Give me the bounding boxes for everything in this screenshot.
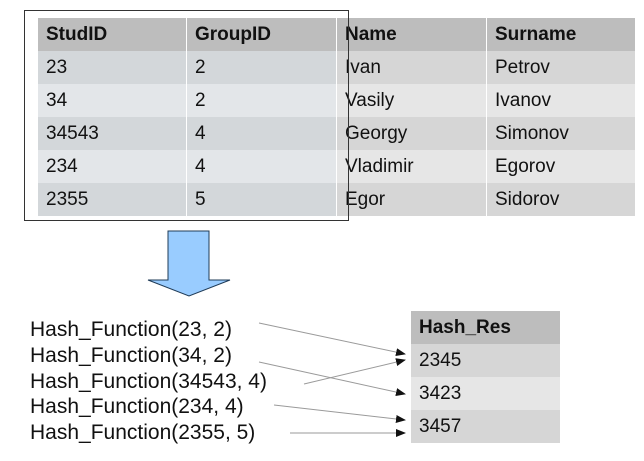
- cell-studid: 23: [38, 51, 187, 84]
- cell-surname: Egorov: [486, 150, 635, 183]
- cell-studid: 234: [38, 150, 187, 183]
- cell-groupid: 5: [186, 183, 337, 216]
- table-row: 3423: [411, 377, 560, 410]
- hash-value: 3457: [411, 410, 560, 443]
- key-columns-highlight-box: [24, 10, 349, 221]
- cell-groupid: 4: [186, 117, 337, 150]
- cell-studid: 2355: [38, 183, 187, 216]
- cell-name: Vladimir: [336, 150, 487, 183]
- cell-surname: Sidorov: [486, 183, 635, 216]
- header-studid: StudID: [38, 18, 187, 51]
- table-row: 2345: [411, 344, 560, 377]
- hash-function-calls: Hash_Function(23, 2) Hash_Function(34, 2…: [30, 317, 267, 446]
- cell-surname: Ivanov: [486, 84, 635, 117]
- table-row: 3457: [411, 410, 560, 443]
- header-groupid: GroupID: [186, 18, 337, 51]
- cell-groupid: 2: [186, 84, 337, 117]
- hash-arrow-2: [258, 361, 406, 396]
- table-row: 2355 5 Egor Sidorov: [38, 183, 635, 216]
- hash-value: 3423: [411, 377, 560, 410]
- table-row: 34543 4 Georgy Simonov: [38, 117, 635, 150]
- hash-arrow-1: [258, 322, 406, 357]
- table-row: 23 2 Ivan Petrov: [38, 51, 635, 84]
- students-table: StudID GroupID Name Surname 23 2 Ivan Pe…: [38, 18, 635, 216]
- hash-results-table: Hash_Res 2345 3423 3457: [411, 311, 560, 443]
- hash-call: Hash_Function(234, 4): [30, 395, 244, 419]
- cell-groupid: 4: [186, 150, 337, 183]
- cell-name: Ivan: [336, 51, 487, 84]
- header-surname: Surname: [486, 18, 635, 51]
- hash-call: Hash_Function(34543, 4): [30, 369, 267, 393]
- hash-header-row: Hash_Res: [411, 311, 560, 344]
- hash-value: 2345: [411, 344, 560, 377]
- cell-name: Vasily: [336, 84, 487, 117]
- hash-call: Hash_Function(2355, 5): [30, 421, 256, 445]
- hash-arrow-4: [273, 404, 406, 423]
- cell-surname: Simonov: [486, 117, 635, 150]
- table-row: 234 4 Vladimir Egorov: [38, 150, 635, 183]
- table-row: 34 2 Vasily Ivanov: [38, 84, 635, 117]
- hash-call: Hash_Function(23, 2): [30, 318, 232, 341]
- hash-arrow-3: [303, 358, 406, 385]
- down-arrow-icon: [147, 230, 231, 297]
- cell-name: Georgy: [336, 117, 487, 150]
- cell-studid: 34543: [38, 117, 187, 150]
- cell-surname: Petrov: [486, 51, 635, 84]
- cell-studid: 34: [38, 84, 187, 117]
- header-hash-res: Hash_Res: [411, 311, 560, 344]
- students-header-row: StudID GroupID Name Surname: [38, 18, 635, 51]
- cell-name: Egor: [336, 183, 487, 216]
- hash-call: Hash_Function(34, 2): [30, 343, 232, 367]
- header-name: Name: [336, 18, 487, 51]
- cell-groupid: 2: [186, 51, 337, 84]
